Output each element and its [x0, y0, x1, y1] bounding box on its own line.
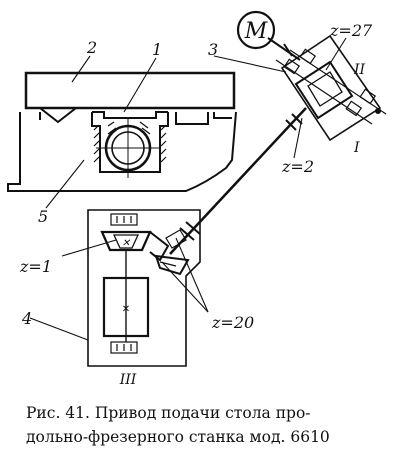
upper-gearbox-part-3: [267, 34, 387, 142]
svg-text:✕: ✕: [122, 238, 131, 249]
caption-line-1: Рис. 41. Привод подачи стола про-: [26, 404, 311, 422]
label-z27: z=27: [329, 21, 373, 40]
label-z1: z=1: [19, 257, 52, 276]
screw-nut-part-1: [96, 118, 160, 178]
label-part-4: 4: [21, 309, 32, 328]
svg-text:✕: ✕: [122, 304, 130, 315]
gearbox-housing-part-4: ✕ ✕: [87, 209, 201, 367]
label-part-1: 1: [152, 40, 162, 59]
motor-label: M: [244, 19, 268, 44]
label-shaft-ii: II: [353, 62, 366, 78]
caption-line-2: дольно-фрезерного станка мод. 6610: [26, 428, 330, 446]
drive-shaft: [169, 107, 307, 255]
label-part-5: 5: [38, 207, 48, 226]
bed-part-5: [7, 111, 237, 192]
label-shaft-i: I: [353, 140, 360, 156]
label-shaft-iii: III: [119, 372, 137, 388]
label-part-2: 2: [86, 38, 97, 57]
label-part-3: 3: [208, 40, 218, 59]
label-z2: z=2: [281, 157, 314, 176]
motor: [236, 10, 276, 50]
label-z20: z=20: [211, 313, 254, 332]
table-part-2: [24, 71, 236, 124]
leader-lines: [29, 37, 347, 341]
